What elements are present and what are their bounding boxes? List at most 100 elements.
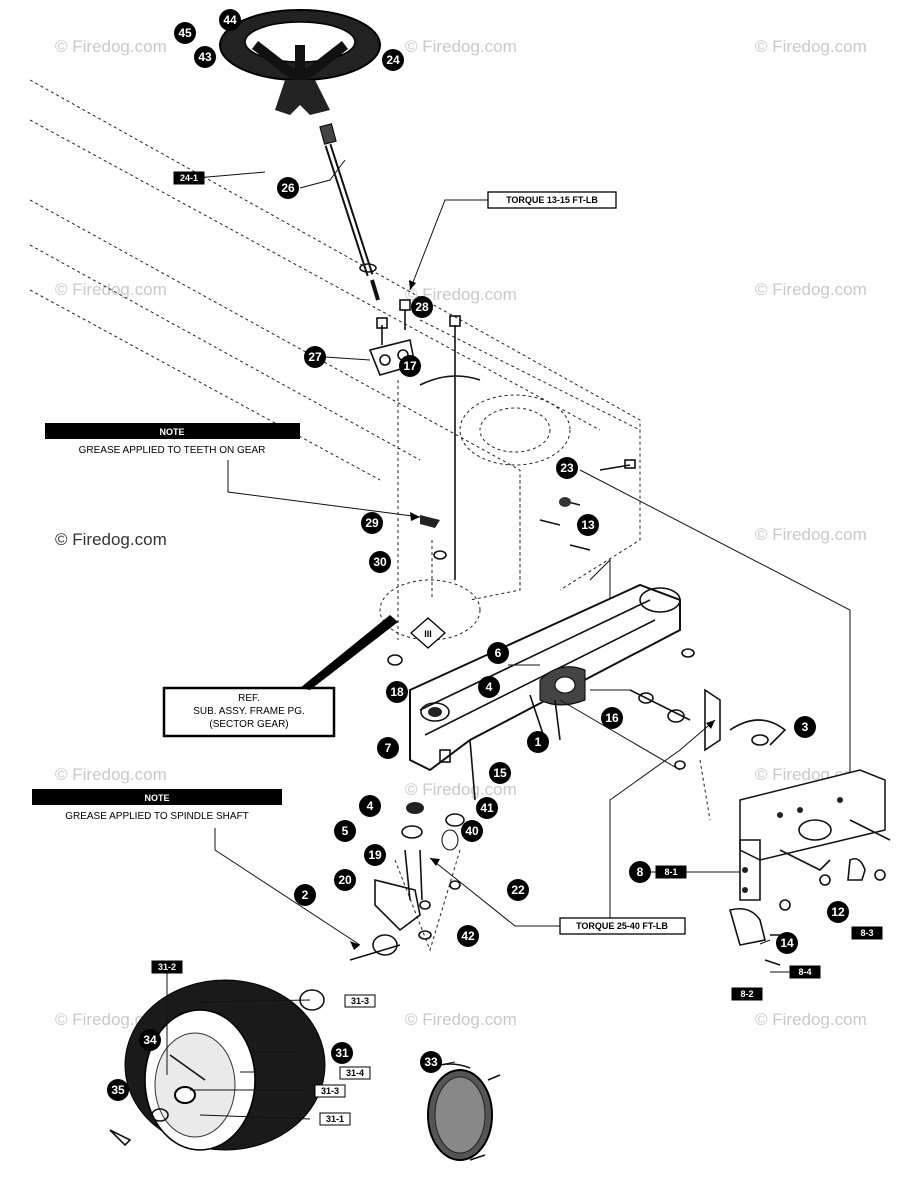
svg-text:41: 41 (480, 801, 494, 815)
callout-8: 8 (629, 861, 651, 883)
callout-30: 30 (369, 551, 391, 573)
svg-text:8-1: 8-1 (664, 867, 677, 877)
watermark-2: © Firedog.com (405, 37, 517, 56)
watermark-13: © Firedog.com (405, 1010, 517, 1029)
callout-5: 5 (334, 820, 356, 842)
svg-text:8: 8 (637, 865, 644, 879)
callout-45: 45 (174, 22, 196, 44)
torque-label-2: TORQUE 25-40 FT-LB (576, 921, 668, 931)
sub-label-31-4: 31-4 (339, 1066, 371, 1080)
callout-23: 23 (556, 457, 578, 479)
hubcap (427, 1063, 501, 1161)
callout-4: 4 (478, 676, 500, 698)
svg-text:29: 29 (365, 516, 379, 530)
watermark-7: © Firedog.com (55, 530, 167, 549)
svg-text:III: III (424, 629, 432, 639)
callout-18: 18 (386, 681, 408, 703)
front-axle (409, 583, 681, 801)
svg-text:14: 14 (780, 936, 794, 950)
svg-text:8-3: 8-3 (860, 928, 873, 938)
svg-text:43: 43 (198, 50, 212, 64)
callout-44: 44 (219, 9, 241, 31)
callout-29: 29 (361, 512, 383, 534)
sub-label-31-1: 31-1 (319, 1112, 351, 1126)
svg-text:5: 5 (342, 824, 349, 838)
note-grease-gear: NOTE GREASE APPLIED TO TEETH ON GEAR (45, 423, 421, 521)
svg-text:24-1: 24-1 (180, 173, 198, 183)
sublabel-layer: 24-18-18-38-48-231-231-331-431-331-1 (151, 171, 883, 1126)
callout-13: 13 (577, 514, 599, 536)
svg-text:6: 6 (495, 646, 502, 660)
svg-text:44: 44 (223, 13, 237, 27)
sub-label-31-2: 31-2 (151, 960, 183, 974)
callout-19: 19 (364, 844, 386, 866)
callout-27: 27 (304, 346, 326, 368)
callout-4: 4 (359, 795, 381, 817)
ref-box: REF. SUB. ASSY. FRAME PG. (SECTOR GEAR) (162, 615, 398, 738)
callout-3: 3 (794, 716, 816, 738)
svg-text:31: 31 (335, 1046, 349, 1060)
svg-text:7: 7 (385, 741, 392, 755)
svg-text:18: 18 (390, 685, 404, 699)
watermark-14: © Firedog.com (755, 1010, 867, 1029)
ref-line-1: REF. (238, 693, 260, 704)
svg-text:4: 4 (486, 680, 493, 694)
callout-31: 31 (331, 1042, 353, 1064)
watermark-3: © Firedog.com (755, 37, 867, 56)
callout-20: 20 (334, 869, 356, 891)
callout-2: 2 (294, 884, 316, 906)
ref-line-2: SUB. ASSY. FRAME PG. (193, 706, 305, 717)
callout-7: 7 (377, 737, 399, 759)
svg-text:12: 12 (831, 905, 845, 919)
frame-outline (29, 79, 641, 641)
svg-text:26: 26 (281, 181, 295, 195)
sub-label-8-3: 8-3 (851, 926, 883, 940)
note-1-text: GREASE APPLIED TO TEETH ON GEAR (79, 445, 266, 456)
callout-24: 24 (382, 49, 404, 71)
torque-25-40: TORQUE 25-40 FT-LB (429, 719, 716, 935)
watermark-1: © Firedog.com (55, 37, 167, 56)
svg-text:8-2: 8-2 (740, 989, 753, 999)
sub-label-31-3: 31-3 (344, 994, 376, 1008)
sub-label-8-2: 8-2 (731, 987, 763, 1001)
svg-text:13: 13 (581, 518, 595, 532)
torque-label-1: TORQUE 13-15 FT-LB (506, 195, 598, 205)
svg-text:24: 24 (386, 53, 400, 67)
callout-28: 28 (411, 296, 433, 318)
svg-text:4: 4 (367, 799, 374, 813)
callout-35: 35 (107, 1079, 129, 1101)
watermark-10: © Firedog.com (405, 780, 517, 799)
callout-40: 40 (461, 820, 483, 842)
callout-12: 12 (827, 901, 849, 923)
note-1-header: NOTE (159, 427, 184, 437)
callout-6: 6 (487, 642, 509, 664)
callout-14: 14 (776, 932, 798, 954)
svg-text:3: 3 (802, 720, 809, 734)
watermark-5: © Firedog.com (405, 285, 517, 304)
svg-text:15: 15 (493, 766, 507, 780)
svg-text:2: 2 (302, 888, 309, 902)
steering-shaft (319, 123, 380, 301)
note-grease-spindle: NOTE GREASE APPLIED TO SPINDLE SHAFT (32, 789, 361, 950)
callout-43: 43 (194, 46, 216, 68)
callout-16: 16 (601, 707, 623, 729)
callout-33: 33 (420, 1051, 442, 1073)
watermark-6: © Firedog.com (755, 280, 867, 299)
svg-text:23: 23 (560, 461, 574, 475)
frame-bolts (539, 459, 851, 790)
front-wheel (109, 979, 326, 1151)
svg-text:17: 17 (403, 359, 417, 373)
svg-text:31-3: 31-3 (321, 1086, 339, 1096)
svg-text:45: 45 (178, 26, 192, 40)
svg-text:20: 20 (338, 873, 352, 887)
svg-text:35: 35 (111, 1083, 125, 1097)
callout-42: 42 (457, 925, 479, 947)
callout-17: 17 (399, 355, 421, 377)
svg-text:31-3: 31-3 (351, 996, 369, 1006)
diamond-symbol: III (410, 617, 446, 649)
svg-text:30: 30 (373, 555, 387, 569)
steering-wheel (219, 9, 381, 115)
pivot-bracket (368, 299, 481, 666)
